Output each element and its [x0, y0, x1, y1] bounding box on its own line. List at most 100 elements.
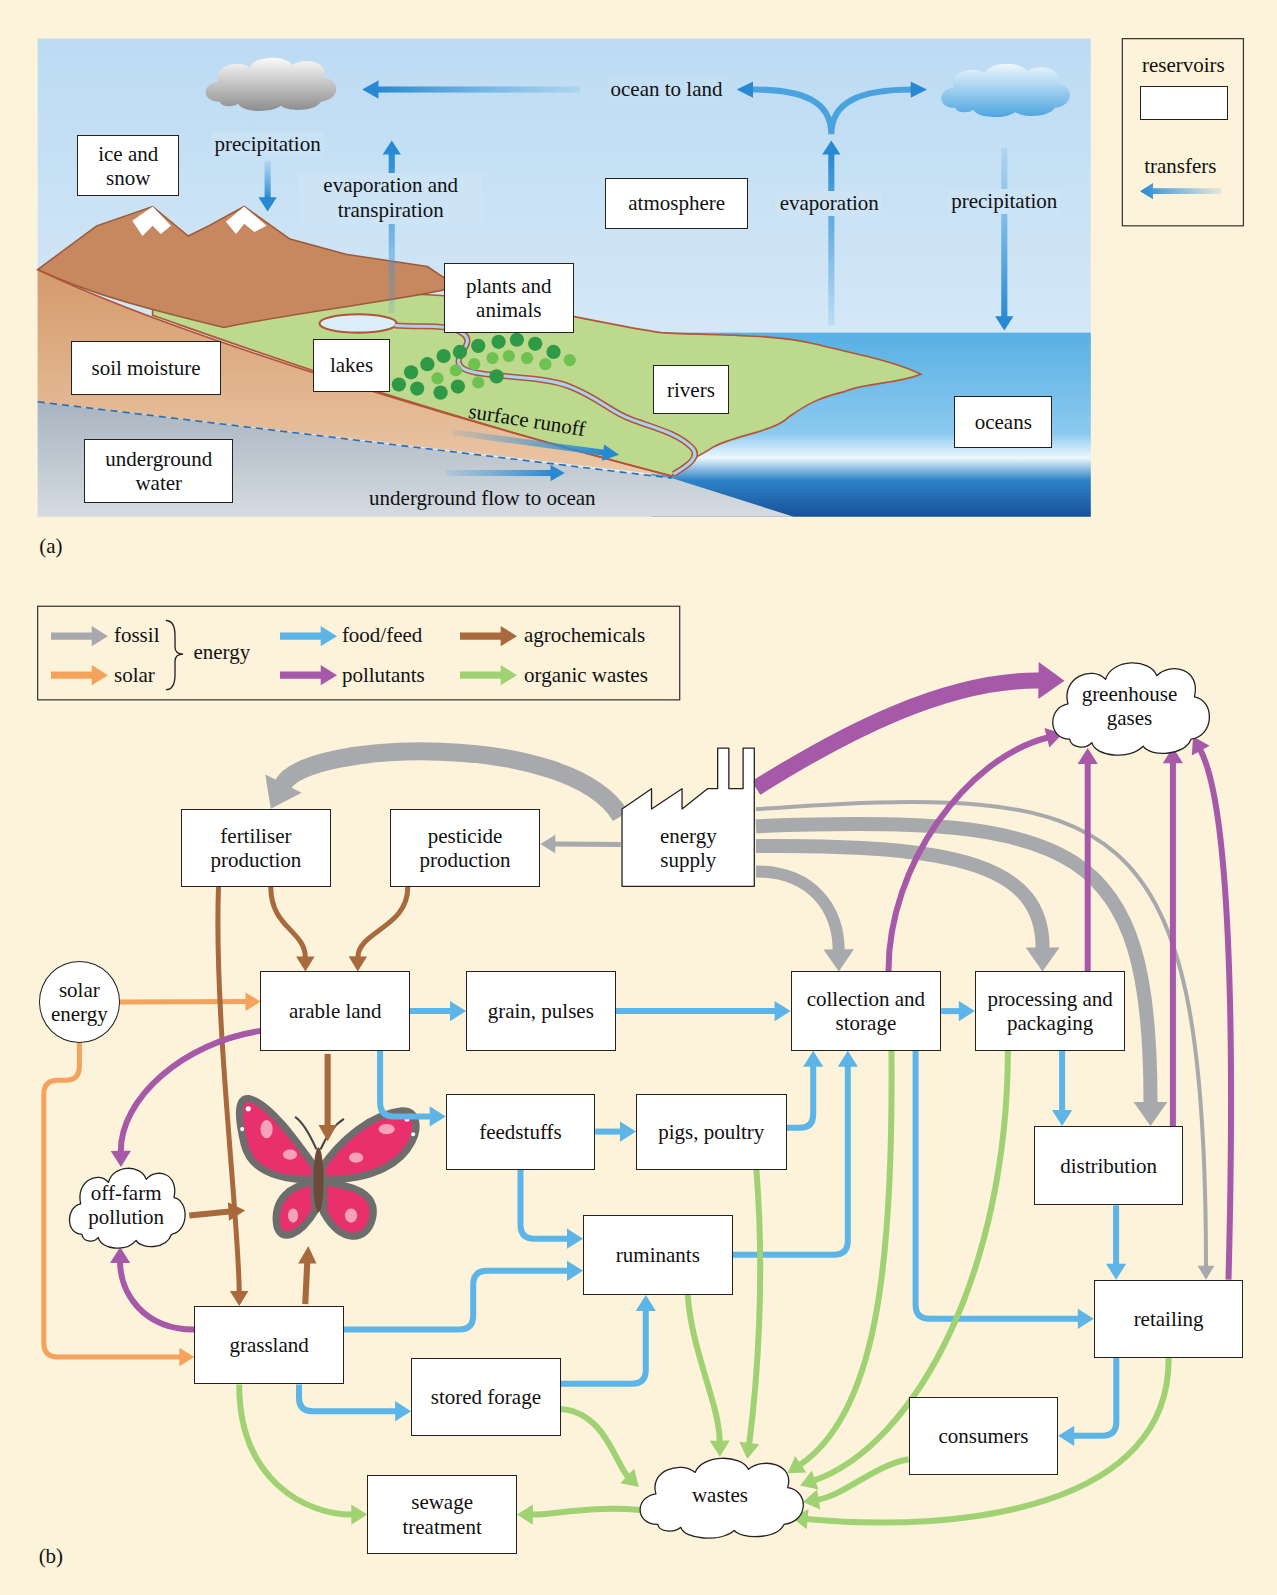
legend-label: reservoirs: [1142, 53, 1225, 78]
flow-arrow: [756, 802, 1214, 1280]
process-box: retailing: [1094, 1280, 1244, 1358]
factory-node: energy supply: [621, 746, 756, 887]
flow-arrow: [756, 846, 1060, 971]
arrow-head: [1052, 1110, 1072, 1126]
flow-line: [807, 1358, 1169, 1523]
arrow-head: [540, 835, 555, 854]
outline: [1053, 663, 1210, 755]
flow-line: [756, 802, 1206, 1267]
flow-arrow: [299, 1384, 411, 1421]
legend-label: organic wastes: [524, 663, 648, 688]
flow-arrow: [888, 728, 1062, 972]
arrow-head: [620, 1469, 639, 1487]
flow-line: [410, 1008, 451, 1014]
node-label: energy supply: [631, 824, 746, 872]
flow-line: [1073, 1358, 1116, 1436]
flow-line: [756, 871, 839, 950]
flow-arrow: [595, 1122, 636, 1142]
flow-arrow: [517, 1505, 641, 1525]
flow-line: [561, 1310, 646, 1384]
flow-line: [120, 1262, 194, 1330]
annotation-label: evaporation: [777, 191, 882, 216]
legend-swatch: [1140, 183, 1221, 199]
swatch-arrow: [460, 626, 517, 646]
rain-cloud: [206, 58, 337, 111]
swatch-arrow: [460, 665, 517, 685]
trees-light: [431, 350, 575, 389]
process-box: arable land: [260, 971, 410, 1050]
process-box: stored forage: [411, 1358, 561, 1436]
flow-arrow: [788, 1051, 892, 1474]
annotation-label: precipitation: [212, 132, 324, 157]
flow-arrow: [756, 662, 1065, 788]
arrow-head: [567, 1229, 583, 1249]
arrow-head: [824, 949, 854, 971]
trees: [392, 333, 561, 400]
process-box: pigs, poultry: [636, 1094, 787, 1170]
legend-label: fossil: [114, 623, 160, 648]
annotation-label: (a): [39, 534, 62, 559]
snow-caps: [132, 206, 266, 235]
arrow-head: [1026, 947, 1060, 971]
legend-label: agrochemicals: [524, 623, 645, 648]
node-label: grassland: [229, 1333, 308, 1357]
flow-line: [358, 887, 408, 957]
outline: [640, 1458, 803, 1538]
transfer-arrows: [258, 80, 1013, 481]
process-box: ruminants: [583, 1215, 733, 1295]
node-label: distribution: [1060, 1154, 1157, 1178]
arrow-head: [803, 1051, 823, 1067]
flow-line: [44, 1043, 181, 1357]
legend-label: food/feed: [342, 623, 422, 648]
process-box: lakes: [313, 339, 389, 392]
flow-arrow: [521, 1170, 584, 1249]
node-label: lakes: [330, 353, 373, 377]
flow-arrow: [1058, 1358, 1116, 1446]
arrow-head: [567, 1261, 583, 1281]
node-label: retailing: [1134, 1307, 1204, 1331]
flow-line: [595, 1129, 621, 1135]
process-box: underground water: [84, 439, 233, 502]
node-label: atmosphere: [628, 191, 725, 215]
arrow-head: [710, 1441, 730, 1457]
mountains: [38, 206, 458, 327]
arrow-head: [1078, 1309, 1094, 1329]
flow-line: [787, 1066, 814, 1128]
node-label: ice and snow: [84, 142, 172, 190]
legend-swatch: [1140, 86, 1229, 120]
process-box: grain, pulses: [466, 971, 616, 1050]
node-label: processing and packaging: [982, 987, 1119, 1035]
flow-arrow: [44, 1043, 195, 1367]
node-label: arable land: [289, 999, 382, 1023]
flow-arrow: [1052, 1051, 1072, 1126]
flow-line: [1059, 1051, 1065, 1111]
annotation-label: surface runoff: [467, 398, 587, 441]
arrow-head: [803, 1490, 820, 1510]
arrow-head: [959, 1001, 975, 1021]
swatch-arrow: [1140, 183, 1221, 199]
legend-swatch: [460, 626, 517, 646]
arrow-head: [1198, 1266, 1215, 1280]
flow-arrow: [739, 1170, 760, 1459]
flow-arrow: [792, 1358, 1169, 1529]
arrow-head: [739, 1442, 759, 1459]
flow-line: [818, 1459, 909, 1499]
arrow-head: [296, 956, 315, 971]
arrow-head: [1192, 737, 1210, 756]
flow-arrow: [349, 887, 408, 971]
flow-arrow: [787, 1051, 824, 1128]
process-box: rivers: [653, 365, 728, 414]
arrow-head: [230, 1291, 249, 1306]
legend-swatch: [460, 665, 517, 685]
legend-swatch: [51, 665, 108, 685]
flow-arrow: [1163, 747, 1183, 1126]
flow-arrow: [239, 1384, 367, 1524]
node-label: feedstuffs: [479, 1120, 561, 1144]
annotation-label: (b): [39, 1544, 64, 1569]
node-label: plants and animals: [451, 274, 567, 322]
flow-arrow: [120, 992, 261, 1011]
node-label: greenhouse gases: [1073, 682, 1186, 730]
flow-line: [1200, 750, 1231, 1280]
annotation-label: energy: [193, 640, 250, 665]
swatch-arrow: [280, 626, 337, 646]
